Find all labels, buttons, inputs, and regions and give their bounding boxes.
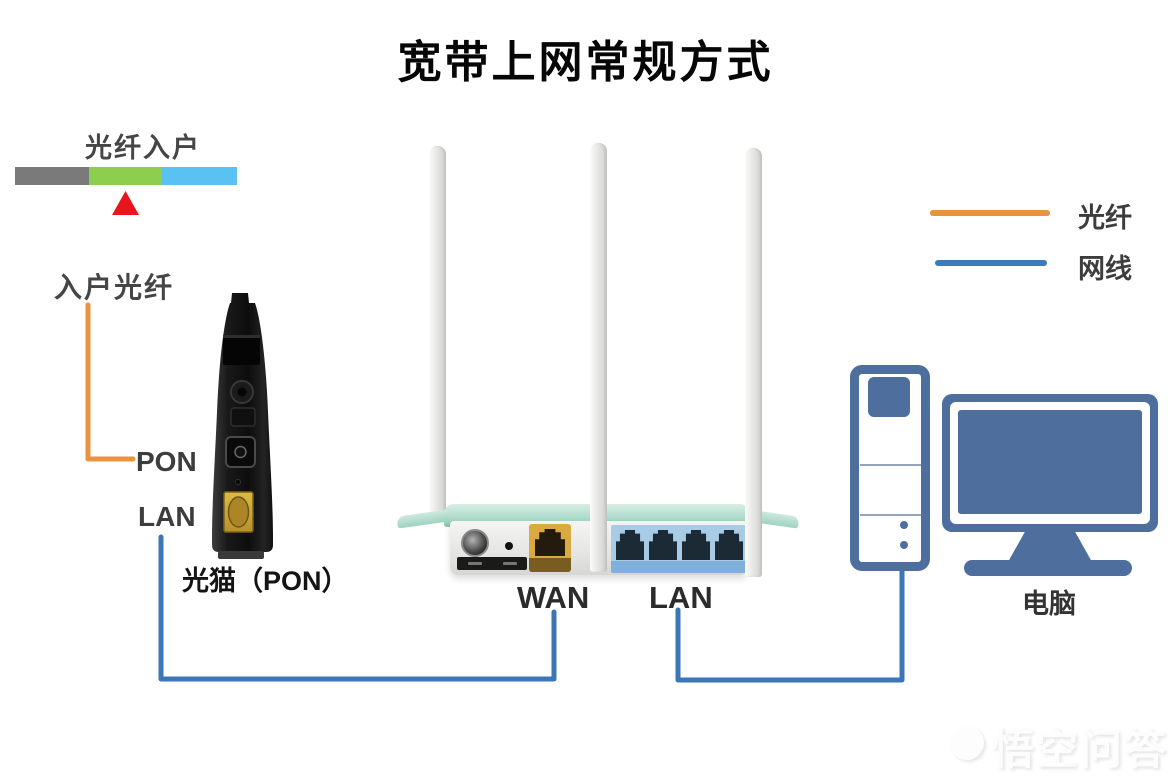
fiber-path-bar [15, 167, 237, 185]
fiber-segment-drop [89, 167, 162, 185]
computer-tower-button [900, 541, 908, 549]
computer-caption: 电脑 [1022, 589, 1076, 619]
computer-tower-divider [860, 514, 921, 516]
monitor-screen [958, 410, 1142, 514]
computer-tower-drive-bay [868, 377, 910, 417]
legend-cable-label: 网线 [1078, 254, 1132, 284]
port-label-mark [502, 562, 517, 565]
modem-pon-label: PON [136, 446, 197, 477]
modem-round-button-center [237, 387, 247, 397]
computer-tower-button [900, 521, 908, 529]
optical-modem [212, 293, 273, 559]
page-title: 宽带上网常规方式 [397, 38, 774, 87]
drop-fiber-label: 入户光纤 [54, 272, 175, 303]
router-lan-bottom-strip [611, 561, 749, 573]
router-power-jack [461, 529, 489, 557]
router-reset-button [505, 542, 513, 550]
modem-base [218, 551, 264, 559]
computer-tower-divider [860, 464, 921, 466]
legend-fiber-line [930, 210, 1050, 216]
router-lan-jack-1 [616, 530, 644, 560]
router-antenna-left [429, 146, 446, 520]
router-lan-label: LAN [649, 580, 713, 615]
router-port-label-strip [457, 557, 527, 570]
modem-display-window [223, 335, 260, 365]
modem-window-highlight [223, 335, 260, 338]
fiber-segment-trunk [15, 167, 89, 185]
modem-gold-pon-inner [227, 496, 250, 528]
fiber-drop-line [85, 302, 136, 462]
modem-power-socket [230, 407, 256, 427]
monitor-stand [1008, 532, 1092, 562]
router-wan-label-strip [529, 558, 571, 572]
router-lan-jack-2 [649, 530, 677, 560]
modem-lan-label: LAN [138, 501, 196, 532]
modem-square-port-pin [234, 445, 247, 459]
fiber-segment-home [162, 167, 237, 185]
legend-cable-line [935, 260, 1047, 266]
router-lan-jack-4 [715, 530, 743, 560]
port-label-mark [467, 562, 482, 565]
watermark-text: 悟空问答 [992, 726, 1169, 773]
router-antenna-middle [590, 143, 607, 572]
monitor-base [964, 560, 1132, 576]
watermark-logo-icon [950, 726, 984, 760]
router-antenna-right [745, 148, 762, 577]
modem-caption: 光猫（PON） [182, 566, 349, 596]
position-pointer-icon [112, 191, 139, 215]
router-top-edge-left [396, 509, 450, 529]
router-lan-jack-3 [682, 530, 710, 560]
modem-led-dot [235, 479, 241, 485]
fiber-entry-label: 光纤入户 [85, 133, 201, 163]
legend-fiber-label: 光纤 [1078, 203, 1132, 233]
router-wan-label: WAN [517, 580, 590, 615]
router-wan-jack-icon [535, 529, 565, 556]
